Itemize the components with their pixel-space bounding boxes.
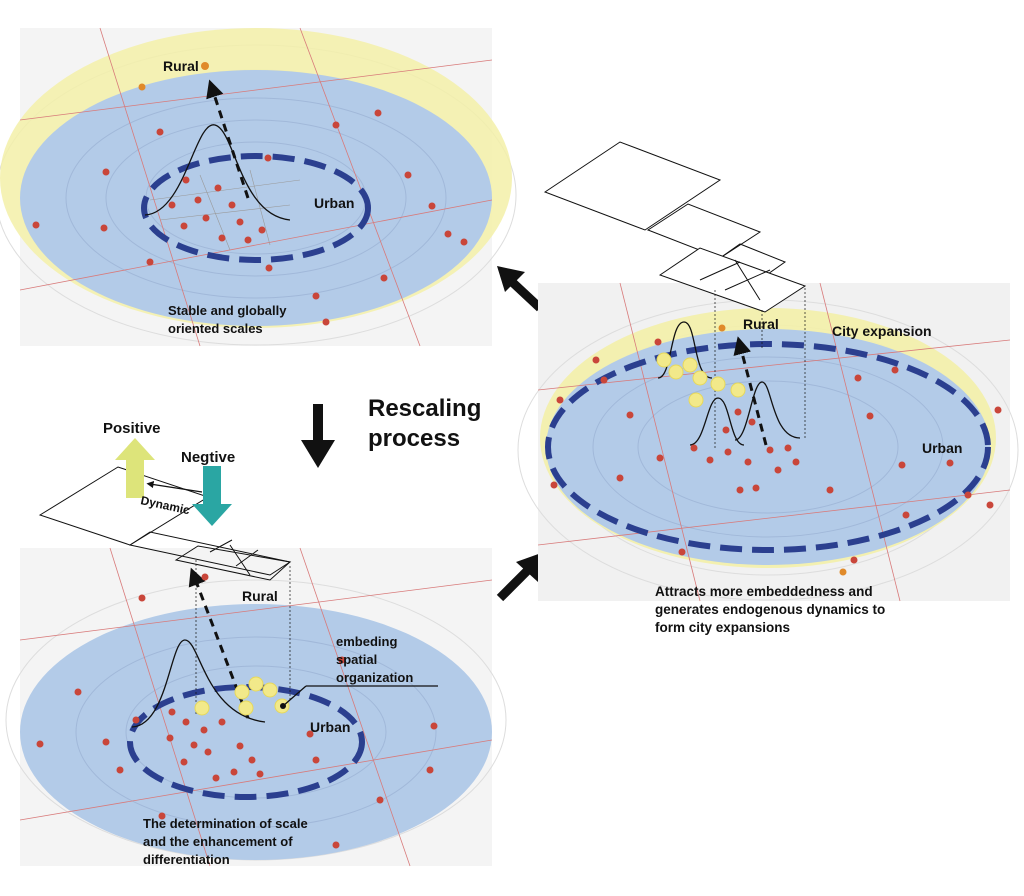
scale-arrow bbox=[733, 336, 768, 446]
distribution-curve bbox=[734, 381, 801, 441]
highlight-hexes bbox=[656, 352, 746, 408]
rural-label: Rural bbox=[242, 588, 278, 604]
urban-label: Urban bbox=[314, 195, 354, 211]
caption-line: oriented scales bbox=[168, 321, 263, 336]
distribution-curve bbox=[131, 639, 266, 728]
city-expansion-label: City expansion bbox=[832, 323, 932, 339]
positive-arrow bbox=[115, 438, 155, 498]
caption-line: Stable and globally bbox=[168, 303, 287, 318]
rural-label: Rural bbox=[163, 58, 199, 74]
urban-label: Urban bbox=[310, 719, 350, 735]
title-line: process bbox=[368, 425, 460, 452]
embed-marker bbox=[280, 703, 286, 709]
nodes bbox=[32, 109, 468, 326]
up-right-arrow bbox=[496, 552, 544, 602]
urban-label: Urban bbox=[922, 440, 962, 456]
rescaling-title: Rescaling process bbox=[368, 395, 481, 452]
negative-arrow bbox=[192, 466, 232, 526]
panel-right: Rural City expansion Urban bbox=[517, 141, 1019, 602]
rural-label: Rural bbox=[743, 316, 779, 332]
dynamic-label: Dynamic bbox=[139, 493, 191, 517]
grid-lines bbox=[19, 27, 493, 347]
distribution-curve bbox=[689, 397, 745, 446]
urban-zone bbox=[546, 329, 990, 565]
rural-node bbox=[839, 568, 847, 576]
rural-node bbox=[201, 62, 209, 70]
urban-zone bbox=[20, 604, 492, 860]
title-line: Rescaling bbox=[368, 395, 481, 422]
embed-label-line: embeding bbox=[336, 634, 397, 649]
grid-lines bbox=[19, 547, 493, 867]
scale-arrow bbox=[188, 567, 250, 719]
distribution-curve bbox=[144, 124, 291, 221]
grid-lines bbox=[537, 282, 1011, 602]
caption-line: form city expansions bbox=[655, 620, 790, 635]
embed-leader-line bbox=[282, 685, 307, 707]
caption-line: The determination of scale bbox=[143, 816, 308, 831]
panel-bottom-left: Positive Negtive Dynamic Rural Urban emb… bbox=[5, 420, 507, 867]
embed-label-line: organization bbox=[336, 670, 413, 685]
highlight-hexes bbox=[194, 676, 290, 716]
dynamic-arrow bbox=[146, 480, 203, 493]
caption-line: Attracts more embeddedness and bbox=[655, 584, 873, 599]
rural-node bbox=[138, 83, 146, 91]
urban-dashed-ring bbox=[141, 153, 371, 263]
panel-top-left: Rural Urban Stable and globally oriented… bbox=[0, 27, 517, 347]
fine-grid bbox=[149, 169, 301, 251]
caption-line: generates endogenous dynamics to bbox=[655, 602, 885, 617]
positive-label: Positive bbox=[103, 420, 161, 437]
scale-arrow bbox=[206, 79, 250, 199]
negative-label: Negtive bbox=[181, 449, 235, 466]
up-left-arrow bbox=[497, 266, 544, 312]
down-arrow bbox=[301, 404, 335, 468]
rural-node bbox=[718, 324, 726, 332]
caption-line: and the enhancement of bbox=[143, 834, 293, 849]
caption-line: differentiation bbox=[143, 852, 230, 867]
urban-dashed-ring bbox=[127, 684, 365, 800]
urban-contours bbox=[592, 356, 944, 538]
nodes bbox=[36, 573, 438, 849]
urban-dashed-ring bbox=[545, 341, 991, 553]
embed-label-line: spatial bbox=[336, 652, 377, 667]
nodes bbox=[550, 338, 1002, 564]
scale-grids bbox=[543, 141, 807, 313]
projection-lines bbox=[714, 288, 806, 448]
